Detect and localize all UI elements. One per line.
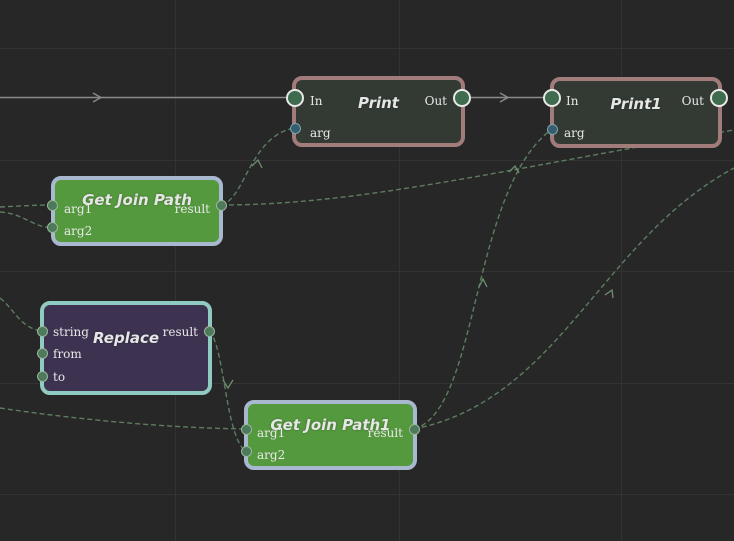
print1-out-label: Out: [681, 94, 704, 108]
wire-left-to-getjoin-arg2: [0, 211, 53, 229]
print-arg-label: arg: [310, 126, 331, 140]
replace-from-port[interactable]: [37, 348, 48, 359]
get-join-path1-arg1-port[interactable]: [241, 424, 252, 435]
get-join-path1-arg2-label: arg2: [257, 448, 286, 462]
replace-string-port[interactable]: [37, 326, 48, 337]
get-join-path1-result-label: result: [367, 426, 403, 440]
replace-to-label: to: [53, 370, 66, 384]
get-join-path-result-port[interactable]: [216, 200, 227, 211]
print1-arg-port[interactable]: [547, 124, 558, 135]
print-node-title: Print: [358, 94, 399, 112]
get-join-path-arg2-label: arg2: [64, 224, 93, 238]
wire-replace-result-to-getjoin1-arg2: [208, 330, 248, 453]
print-in-label: In: [310, 94, 323, 108]
get-join-path1-title: Get Join Path1: [270, 416, 391, 434]
print-node[interactable]: Print In Out arg: [292, 76, 465, 147]
wire-left-to-getjoin1-arg1: [0, 407, 247, 430]
print1-in-label: In: [566, 94, 579, 108]
replace-result-port[interactable]: [204, 326, 215, 337]
wire-getjoin1-result-to-print1-arg: [413, 128, 553, 430]
print-out-port[interactable]: [453, 89, 471, 107]
exec-wires: [0, 92, 544, 103]
get-join-path-title: Get Join Path: [82, 191, 192, 209]
get-join-path-result-label: result: [174, 202, 210, 216]
get-join-path-node[interactable]: Get Join Path arg1 arg2 result: [51, 176, 223, 246]
replace-string-label: string: [53, 325, 89, 339]
get-join-path1-arg2-port[interactable]: [241, 446, 252, 457]
replace-to-port[interactable]: [37, 371, 48, 382]
wire-left-to-getjoin-arg1: [0, 204, 53, 208]
replace-title: Replace: [92, 329, 160, 347]
exec-wire-arrow-2: [499, 92, 510, 103]
wire-getjoin-result-to-print-arg: [220, 127, 296, 206]
get-join-path1-node[interactable]: Get Join Path1 arg1 arg2 result: [244, 400, 417, 470]
get-join-path-arg2-port[interactable]: [47, 222, 58, 233]
print1-node-title: Print1: [610, 95, 662, 113]
wire-arrows: [222, 158, 614, 390]
print1-out-port[interactable]: [710, 89, 728, 107]
print-out-label: Out: [424, 94, 447, 108]
get-join-path-arg1-port[interactable]: [47, 200, 58, 211]
exec-wire-arrow-1: [92, 92, 103, 103]
get-join-path-arg1-label: arg1: [64, 202, 93, 216]
wire-left-to-replace-string: [0, 297, 43, 332]
print1-in-port[interactable]: [543, 89, 561, 107]
get-join-path1-arg1-label: arg1: [257, 426, 286, 440]
print-arg-port[interactable]: [290, 123, 301, 134]
replace-from-label: from: [53, 347, 82, 361]
print1-node[interactable]: Print1 In Out arg: [550, 77, 722, 148]
replace-node[interactable]: Replace string from to result: [40, 301, 212, 395]
print-in-port[interactable]: [286, 89, 304, 107]
wire-getjoin1-result-to-right: [413, 167, 734, 430]
get-join-path1-result-port[interactable]: [409, 424, 420, 435]
print1-arg-label: arg: [564, 126, 585, 140]
replace-result-label: result: [162, 325, 198, 339]
